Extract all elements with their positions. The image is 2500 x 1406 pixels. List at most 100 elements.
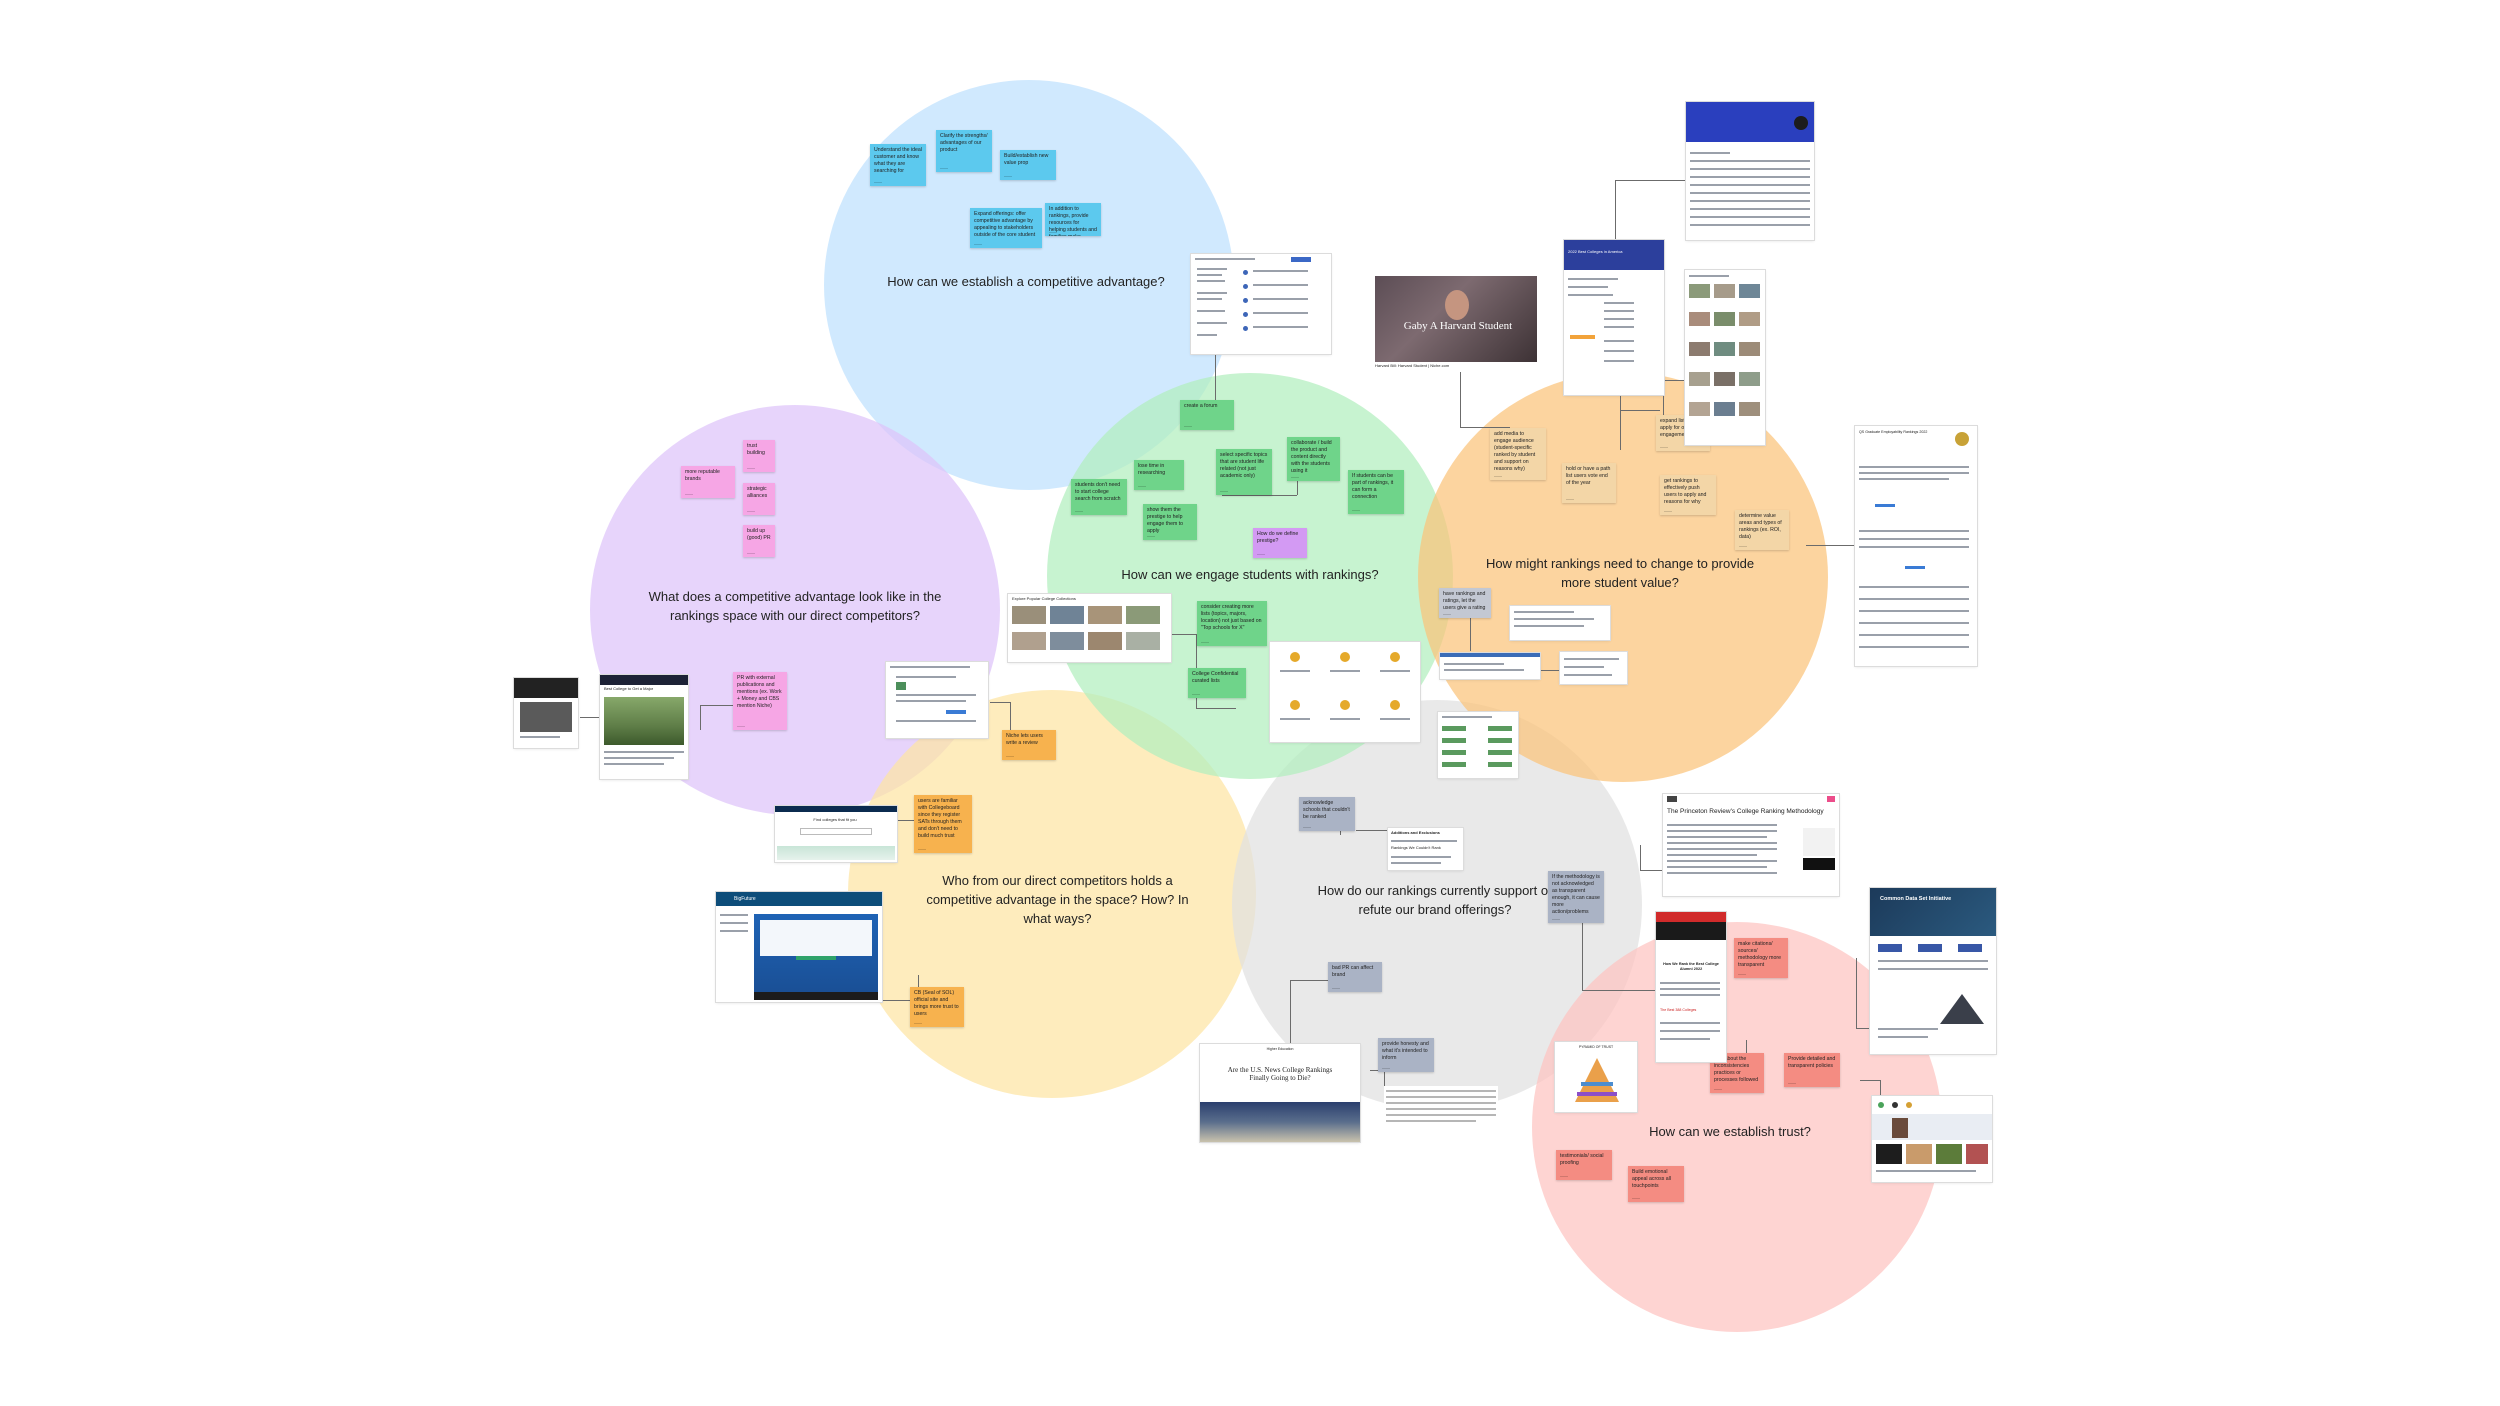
sticky-note[interactable]: consider creating more lists (topics, ma…	[1197, 601, 1267, 646]
princeton-rank-heading: The Best 388 Colleges	[1660, 1008, 1697, 1012]
connector	[700, 705, 755, 706]
screenshot-common-data-set[interactable]: Common Data Set Initiative	[1870, 888, 1996, 1054]
sticky-note[interactable]: bad PR can affect brand	[1328, 962, 1382, 992]
sticky-note[interactable]: have rankings and ratings, let the users…	[1439, 588, 1491, 618]
sticky-note[interactable]: If the methodology is not acknowledged a…	[1548, 871, 1604, 923]
sticky-note[interactable]: collaborate / build the product and cont…	[1287, 437, 1340, 481]
screenshot-us-news-text[interactable]	[1384, 1086, 1498, 1134]
connector	[1540, 670, 1565, 671]
sticky-note[interactable]: Provide detailed and transparent policie…	[1784, 1053, 1840, 1087]
screenshot-additions-exclusions[interactable]: Additions and Exclusions Rankings We Cou…	[1388, 828, 1463, 870]
sticky-note[interactable]: Clarify the strengths/ advantages of our…	[936, 130, 992, 172]
sticky-note[interactable]: more reputable brands	[681, 466, 735, 498]
sticky-note[interactable]: Niche lets users write a review	[1002, 730, 1056, 760]
article-category: Higher Education	[1266, 1047, 1294, 1051]
sticky-note[interactable]: Build/establish new value prop	[1000, 150, 1056, 180]
connector	[1460, 427, 1510, 428]
connector	[1290, 980, 1291, 1096]
sticky-note[interactable]: show them the prestige to help engage th…	[1143, 504, 1197, 540]
screenshot-greatest-rankings[interactable]	[1872, 1096, 1992, 1182]
sticky-note[interactable]: Expand offerings: offer competitive adva…	[970, 208, 1042, 248]
screenshot-princeton-methodology[interactable]: The Princeton Review's College Ranking M…	[1663, 794, 1839, 896]
sticky-note[interactable]: lose time in researching	[1134, 460, 1184, 490]
question-brand-offerings: How do our rankings currently support or…	[1317, 883, 1553, 917]
sticky-note[interactable]: PR with external publications and mentio…	[733, 672, 787, 730]
sticky-note[interactable]: build up (good) PR	[743, 525, 775, 557]
question-establish-trust: How can we establish trust?	[1649, 1124, 1811, 1139]
cc-title: Additions and Exclusions	[1391, 830, 1440, 835]
sticky-note[interactable]: In addition to rankings, provide resourc…	[1045, 203, 1101, 236]
pyramid-title: PYRAMID OF TRUST	[1578, 1045, 1614, 1049]
article-title: Are the U.S. News College Rankings Final…	[1227, 1066, 1333, 1083]
screenshot-niche-review[interactable]	[886, 662, 988, 738]
sticky-note[interactable]: select specific topics that are student …	[1216, 449, 1272, 495]
sticky-note[interactable]: get rankings to effectively push users t…	[1660, 475, 1716, 515]
sticky-note[interactable]: provide honesty and what it's intended t…	[1378, 1038, 1434, 1072]
screenshot-us-news-article[interactable]: Higher Education Are the U.S. News Colle…	[1200, 1044, 1360, 1142]
screenshot-ratings-list[interactable]	[1438, 712, 1518, 778]
connector	[1640, 870, 1670, 871]
sticky-note[interactable]: testimonials/ social proofing	[1556, 1150, 1612, 1180]
sticky-note[interactable]: determine value areas and types of ranki…	[1735, 510, 1789, 550]
collections-header: Explore Popular College Collections	[1012, 596, 1076, 601]
cds-title: Common Data Set Initiative	[1880, 896, 1952, 902]
collegeboard-search: Find colleges that fit you	[813, 817, 857, 822]
sticky-note[interactable]: If students can be part of rankings, it …	[1348, 470, 1404, 514]
question-rankings-space: What does a competitive advantage look l…	[648, 589, 942, 623]
screenshot-college-collections[interactable]: Explore Popular College Collections	[1008, 594, 1171, 662]
screenshot-student-video[interactable]: Gaby A Harvard Student Harvard Bill: Har…	[1375, 276, 1537, 372]
screenshot-best-college-article[interactable]: Best College to Get a Major	[600, 675, 688, 779]
screenshot-princeton-rankings[interactable]: How We Rank the Best College Alumni 2022…	[1656, 912, 1726, 1062]
connector	[880, 1000, 918, 1001]
sticky-note[interactable]: Understand the ideal customer and know w…	[870, 144, 926, 186]
sticky-note[interactable]: Build emotional appeal across all touchp…	[1628, 1166, 1684, 1202]
connector	[1860, 1080, 1880, 1081]
connector	[1746, 1040, 1747, 1060]
screenshot-niche-photo-grid[interactable]	[1685, 270, 1765, 445]
niche-page-title: 2022 Best Colleges in America	[1568, 249, 1623, 254]
video-overlay-text: Gaby A Harvard Student	[1403, 320, 1513, 332]
sticky-note[interactable]: College Confidential curated lists	[1188, 668, 1246, 698]
screenshot-collegeboard-search[interactable]: Find colleges that fit you	[775, 806, 897, 862]
question-direct-competitors: Who from our direct competitors holds a …	[926, 873, 1189, 926]
screenshot-niche-rankings-table[interactable]	[1686, 102, 1814, 240]
sticky-note[interactable]: CB (Seal of SOL) official site and bring…	[910, 987, 964, 1027]
sticky-note[interactable]: users are familiar with Collegeboard sin…	[914, 795, 972, 853]
sticky-note[interactable]: acknowledge schools that couldn't be ran…	[1299, 797, 1355, 831]
connector	[1356, 830, 1398, 831]
connector	[1582, 990, 1662, 991]
sticky-note[interactable]: students don't need to start college sea…	[1071, 479, 1127, 515]
sticky-note[interactable]: strategic alliances	[743, 483, 775, 515]
screenshot-qs-employability[interactable]: QS Graduate Employability Rankings 2022	[1855, 426, 1977, 666]
sticky-note[interactable]: trust building	[743, 440, 775, 472]
sticky-note[interactable]: add media to engage audience (student-sp…	[1490, 428, 1546, 480]
princeton-title: The Princeton Review's College Ranking M…	[1667, 808, 1824, 815]
screenshot-niche-news[interactable]	[1560, 652, 1627, 684]
connector	[1215, 355, 1216, 405]
connector	[895, 820, 923, 821]
connector	[1167, 634, 1197, 635]
connector	[1460, 365, 1461, 427]
connector	[1222, 495, 1297, 496]
connector	[1196, 708, 1236, 709]
news-title: Best College to Get a Major	[604, 686, 654, 691]
sticky-note[interactable]: make citations/ sources/ methodology mor…	[1734, 938, 1788, 978]
connector	[1856, 1028, 1872, 1029]
sticky-note[interactable]: create a forum	[1180, 400, 1234, 430]
connector	[1615, 180, 1685, 181]
screenshot-niche-snippet[interactable]	[1510, 606, 1610, 640]
sticky-note[interactable]: Talk about the inconsistencies practices…	[1710, 1053, 1764, 1093]
screenshot-niche-rankings-badges[interactable]	[1270, 642, 1420, 742]
sticky-note[interactable]: How do we define prestige?	[1253, 528, 1307, 558]
connector	[1620, 410, 1660, 411]
sticky-note[interactable]: hold or have a path list users vote end …	[1562, 463, 1616, 503]
screenshot-niche-header-page[interactable]: 2022 Best Colleges in America	[1564, 240, 1664, 395]
screenshot-pyramid-of-trust[interactable]: PYRAMID OF TRUST	[1555, 1042, 1637, 1112]
connector	[1470, 603, 1471, 651]
screenshot-collegeboard-bigfuture[interactable]: BigFuture	[716, 892, 882, 1002]
bigfuture-title: BigFuture	[734, 896, 756, 902]
screenshot-news-dark[interactable]	[514, 678, 578, 748]
screenshot-niche-list[interactable]	[1191, 254, 1331, 354]
screenshot-review-cards[interactable]	[1440, 653, 1540, 679]
